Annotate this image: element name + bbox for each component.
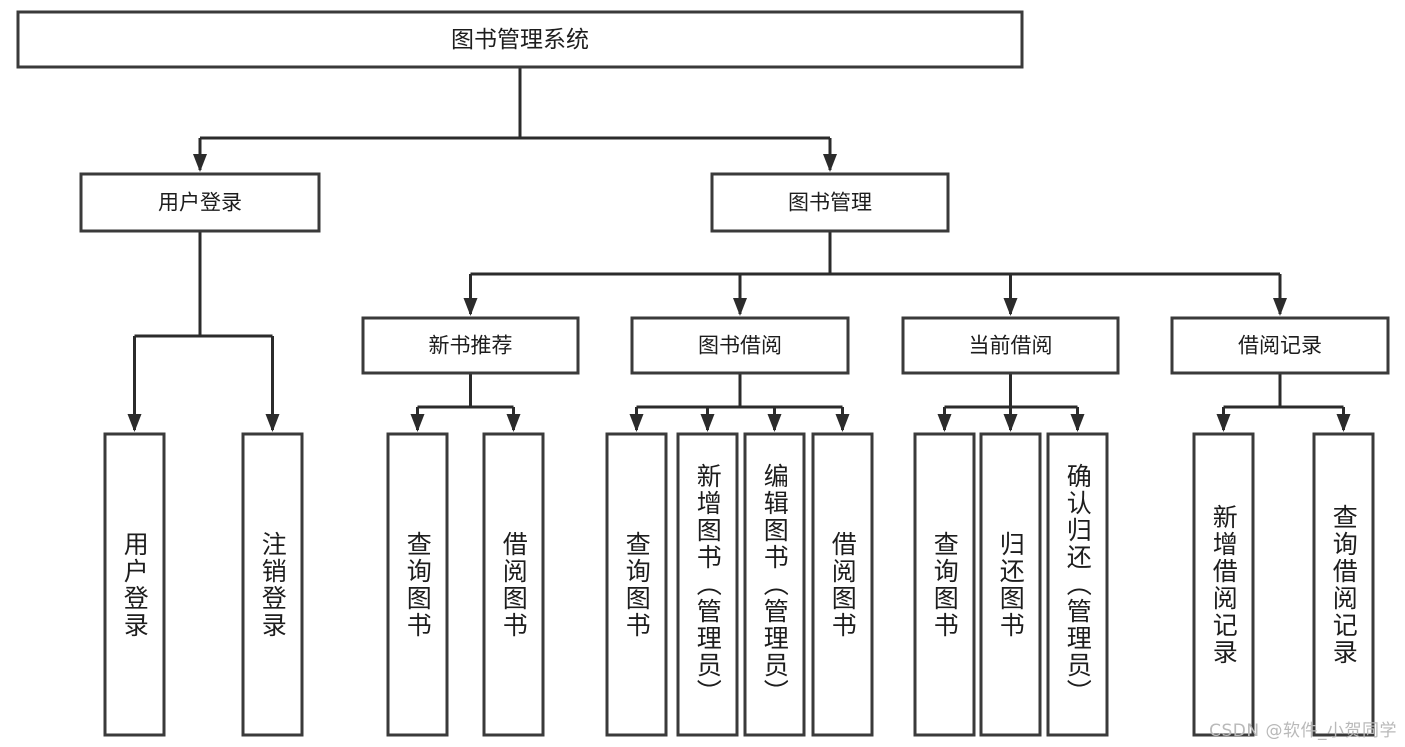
leaf-box-借阅图书-7[interactable]: 借阅图书 <box>813 434 872 735</box>
arrow-head-icon-level2-3-leaf-1 <box>1336 414 1351 432</box>
level2-box-图书借阅-1[interactable]: 图书借阅 <box>630 316 850 375</box>
leaf-box-用户登录-0[interactable]: 用户登录 <box>105 434 164 735</box>
leaf-box-借阅图书-3[interactable]: 借阅图书 <box>484 434 543 735</box>
leaf-box-label: 借阅图书 <box>499 530 529 639</box>
leaf-box-label: 查询图书 <box>930 530 960 639</box>
arrow-head-icon-level2-0-leaf-1 <box>506 414 521 432</box>
leaf-box-归还图书-9[interactable]: 归还图书 <box>981 434 1040 735</box>
root-box-图书管理系统-label: 图书管理系统 <box>451 27 589 53</box>
level2-box-新书推荐-0[interactable]: 新书推荐 <box>361 316 580 375</box>
arrow-head-icon-level2-3 <box>1273 298 1287 316</box>
leaf-box-查询图书-8[interactable]: 查询图书 <box>915 434 974 735</box>
arrow-head-icon-level2-2-leaf-2 <box>1070 414 1085 432</box>
level1-box-用户登录-label: 用户登录 <box>158 191 242 215</box>
leaf-box-rect <box>676 432 739 737</box>
level2-box-当前借阅-label: 当前借阅 <box>969 334 1053 358</box>
connector-layer <box>127 67 1351 432</box>
leaf-box-rect <box>1046 432 1109 737</box>
leaf-box-rect <box>386 432 449 737</box>
leaf-box-label: 查询图书 <box>622 530 652 639</box>
leaf-box-label: 借阅图书 <box>828 530 858 639</box>
level2-box-借阅记录-3[interactable]: 借阅记录 <box>1170 316 1390 375</box>
leaf-box-rect <box>913 432 976 737</box>
level2-box-当前借阅-2[interactable]: 当前借阅 <box>901 316 1120 375</box>
arrow-head-icon-level2-0 <box>463 298 478 316</box>
arrow-head-icon-level2-1-leaf-3 <box>835 414 850 432</box>
arrow-head-icon-level2-1-leaf-2 <box>767 414 782 432</box>
leaf-box-label: 查询图书 <box>403 530 433 639</box>
root-box-图书管理系统-rect <box>16 10 1024 69</box>
level1-box-图书管理-1[interactable]: 图书管理 <box>710 172 950 233</box>
leaf-box-查询借阅记录-12[interactable]: 查询借阅记录 <box>1314 434 1373 735</box>
level2-box-图书借阅-label: 图书借阅 <box>698 334 782 358</box>
arrow-head-icon-level2-0-leaf-0 <box>410 414 425 432</box>
leaf-box-新增借阅记录-11[interactable]: 新增借阅记录 <box>1194 434 1253 735</box>
leaf-box-新增图书管理员-5[interactable]: 新增图书（管理员） <box>678 434 737 735</box>
leaf-box-查询图书-4[interactable]: 查询图书 <box>607 434 666 735</box>
leaf-box-编辑图书管理员-6[interactable]: 编辑图书（管理员） <box>745 434 804 735</box>
leaf-box-rect <box>979 432 1042 737</box>
watermark-text: CSDN @软件_小贺同学 <box>1209 721 1397 741</box>
arrow-head-icon-level2-3-leaf-0 <box>1216 414 1231 432</box>
leaf-box-label: 新增借阅记录 <box>1209 503 1239 666</box>
leaf-box-rect <box>103 432 166 737</box>
leaf-box-确认归还管理员-10[interactable]: 确认归还（管理员） <box>1048 434 1107 735</box>
arrow-head-icon-root-child-1 <box>823 154 837 172</box>
level2-box-新书推荐-label: 新书推荐 <box>429 334 513 358</box>
level1-box-图书管理-rect <box>710 172 950 233</box>
leaf-box-rect <box>482 432 545 737</box>
arrow-head-icon-userlogin-leaf-1 <box>265 414 280 432</box>
level2-box-借阅记录-label: 借阅记录 <box>1238 334 1322 358</box>
leaf-box-label: 编辑图书（管理员） <box>760 463 790 706</box>
arrow-head-icon-level2-1-leaf-1 <box>700 414 715 432</box>
leaf-box-rect <box>1192 432 1255 737</box>
leaf-box-rect <box>241 432 304 737</box>
leaf-box-rect <box>605 432 668 737</box>
level1-box-用户登录-0[interactable]: 用户登录 <box>79 172 321 233</box>
leaf-box-查询图书-2[interactable]: 查询图书 <box>388 434 447 735</box>
arrow-head-icon-level2-1-leaf-0 <box>629 414 644 432</box>
arrow-head-icon-level2-2 <box>1003 298 1018 316</box>
arrow-head-icon-level2-2-leaf-0 <box>937 414 952 432</box>
level2-box-图书借阅-rect <box>630 316 850 375</box>
root-box-图书管理系统-0[interactable]: 图书管理系统 <box>16 10 1024 69</box>
level1-box-用户登录-rect <box>79 172 321 233</box>
leaf-box-label: 查询借阅记录 <box>1329 503 1359 666</box>
leaf-box-label: 新增图书（管理员） <box>693 463 723 706</box>
leaf-box-label: 确认归还（管理员） <box>1063 463 1093 706</box>
leaf-box-label: 注销登录 <box>258 530 288 639</box>
leaf-box-注销登录-1[interactable]: 注销登录 <box>243 434 302 735</box>
arrow-head-icon-level2-1 <box>733 298 747 316</box>
arrow-head-icon-root-child-0 <box>193 154 207 172</box>
leaf-box-rect <box>811 432 874 737</box>
leaf-box-label: 用户登录 <box>120 530 150 639</box>
level1-box-图书管理-label: 图书管理 <box>788 191 872 215</box>
arrow-head-icon-level2-2-leaf-1 <box>1003 414 1018 432</box>
leaf-box-rect <box>743 432 806 737</box>
leaf-box-rect <box>1312 432 1375 737</box>
level2-box-当前借阅-rect <box>901 316 1120 375</box>
level2-box-借阅记录-rect <box>1170 316 1390 375</box>
leaf-box-label: 归还图书 <box>996 530 1026 639</box>
level2-box-新书推荐-rect <box>361 316 580 375</box>
arrow-head-icon-userlogin-leaf-0 <box>127 414 142 432</box>
